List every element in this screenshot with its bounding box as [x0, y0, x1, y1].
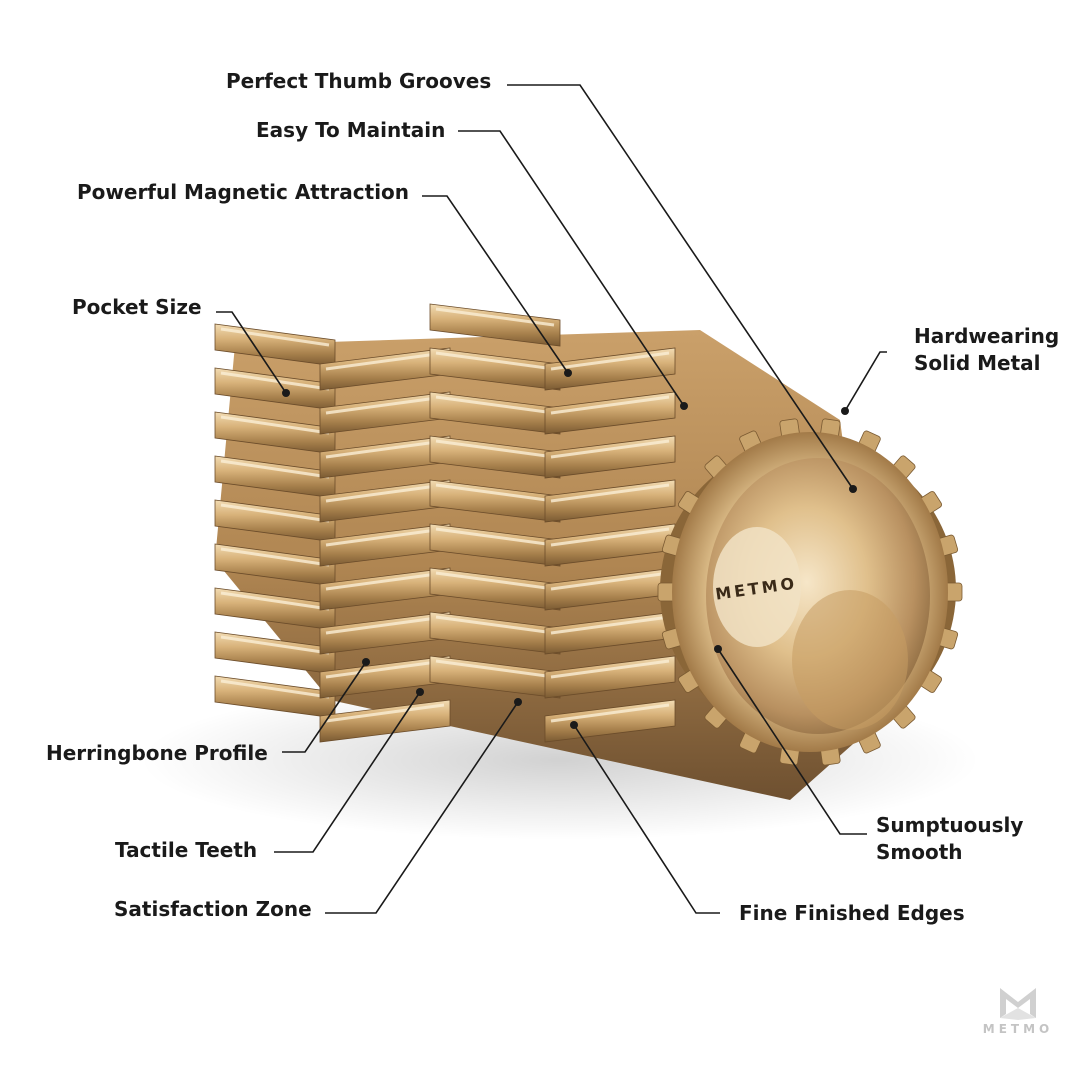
tooth: [429, 655, 561, 699]
callout-herringbone-profile: Herringbone Profile: [46, 741, 268, 765]
leader-dots: [282, 369, 857, 729]
tooth: [429, 303, 561, 347]
callout-pocket-size: Pocket Size: [72, 295, 202, 319]
leader-easy-to-maintain: [458, 130, 685, 407]
tooth: [429, 523, 561, 567]
leader-herringbone: [282, 661, 367, 753]
callout-fine-finished-edges: Fine Finished Edges: [739, 901, 965, 925]
callout-satisfaction-zone: Satisfaction Zone: [114, 897, 312, 921]
tooth: [319, 699, 451, 743]
callout-hardwearing-line2: Solid Metal: [914, 351, 1041, 375]
leader-hardwearing: [844, 351, 887, 412]
leader-fine-edges: [573, 724, 720, 914]
herringbone-teeth: [214, 303, 676, 743]
callout-hardwearing-line1: Hardwearing: [914, 324, 1060, 348]
leader-perfect-thumb-grooves: [507, 84, 854, 490]
callout-easy-to-maintain: Easy To Maintain: [256, 118, 446, 142]
callout-sumptuously-line2: Smooth: [876, 840, 963, 864]
callout-tactile-teeth: Tactile Teeth: [115, 838, 258, 862]
callout-sumptuously-smooth: Sumptuously Smooth: [876, 812, 1023, 866]
tooth: [429, 435, 561, 479]
tooth: [544, 347, 676, 391]
metmo-m-logo-icon: [1000, 988, 1036, 1020]
tooth: [544, 479, 676, 523]
tooth: [544, 435, 676, 479]
callout-perfect-thumb-grooves: Perfect Thumb Grooves: [226, 69, 492, 93]
engraving-disc: [713, 527, 801, 647]
tooth: [544, 655, 676, 699]
leader-satisfaction-zone: [325, 701, 519, 914]
tooth: [429, 347, 561, 391]
leader-lines: [216, 84, 887, 914]
end-cap: METMO: [657, 418, 963, 766]
leader-magnetic-attraction: [422, 195, 569, 374]
tooth: [429, 567, 561, 611]
callout-sumptuously-line1: Sumptuously: [876, 813, 1024, 837]
leader-pocket-size: [216, 311, 287, 394]
leader-sumptuously-smooth: [717, 648, 867, 835]
tooth: [544, 391, 676, 435]
tooth: [429, 391, 561, 435]
tooth: [429, 479, 561, 523]
leader-tactile-teeth: [274, 691, 421, 853]
callout-powerful-magnetic-attraction: Powerful Magnetic Attraction: [77, 180, 410, 204]
tooth: [429, 611, 561, 655]
callout-hardwearing-solid-metal: Hardwearing Solid Metal: [914, 323, 1059, 377]
brand-wordmark: METMO: [982, 1022, 1054, 1036]
